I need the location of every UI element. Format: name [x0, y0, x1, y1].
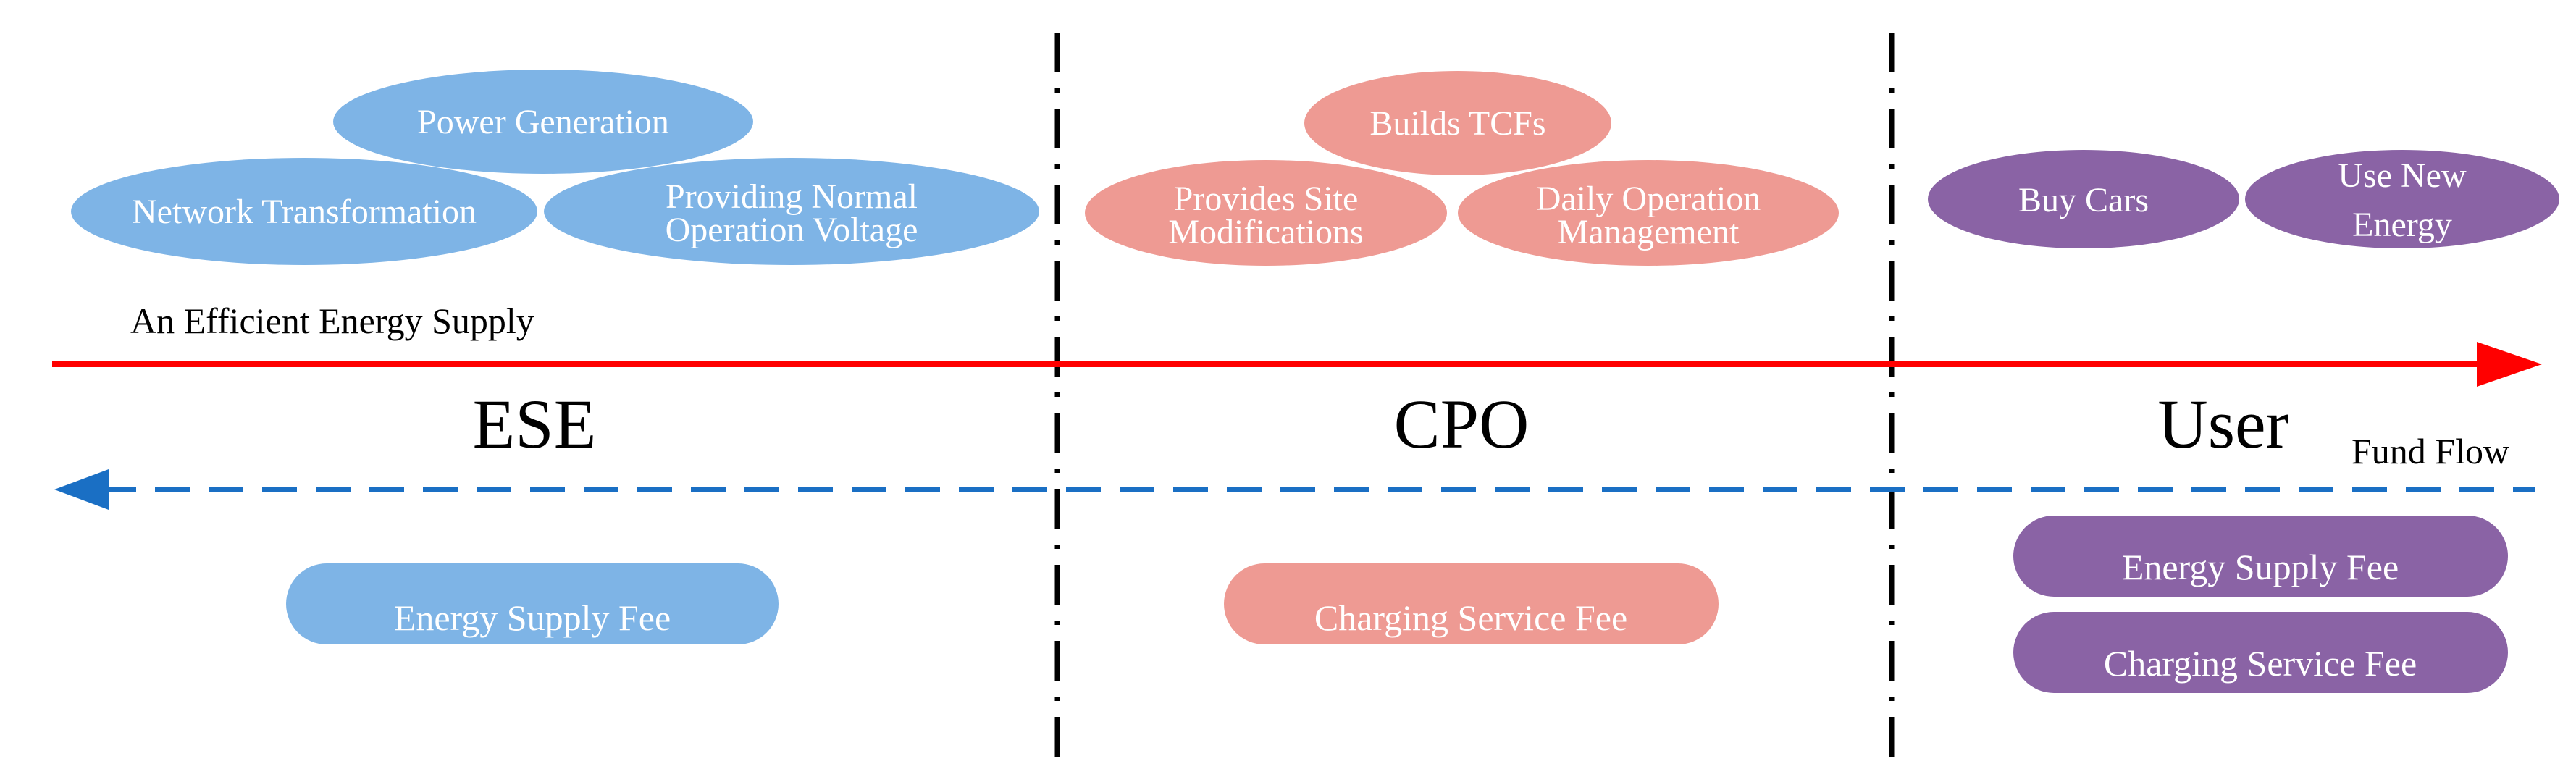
user-fee-charging-service: Charging Service Fee — [2013, 612, 2508, 693]
user-fee-energy-supply: Energy Supply Fee — [2013, 516, 2508, 597]
cpo-activity-label-line1: Daily Operation — [1536, 180, 1761, 218]
cpo-activity-label-line2: Modifications — [1168, 213, 1363, 251]
section-title-cpo: CPO — [1394, 385, 1530, 463]
energy-flow-label: An Efficient Energy Supply — [130, 301, 534, 341]
user-activity-use-new-energy: Use New Energy — [2245, 150, 2559, 248]
user-activity-label-line1: Use New — [2338, 156, 2467, 195]
ese-activity-power-generation: Power Generation — [333, 70, 753, 174]
cpo-activity-daily-operation: Daily Operation Management — [1458, 160, 1839, 266]
fee-label: Energy Supply Fee — [394, 597, 671, 638]
fund-flow-label: Fund Flow — [2351, 431, 2509, 471]
fund-flow-arrowhead — [54, 469, 109, 510]
cpo-activity-builds-tcfs: Builds TCFs — [1304, 71, 1611, 175]
section-title-ese: ESE — [473, 385, 597, 463]
fee-label: Charging Service Fee — [2104, 643, 2417, 684]
user-activity-buy-cars: Buy Cars — [1928, 150, 2239, 248]
ese-activity-label-line1: Providing Normal — [666, 177, 918, 216]
cpo-activity-label-line2: Management — [1558, 213, 1740, 251]
ese-fee-energy-supply: Energy Supply Fee — [286, 563, 779, 644]
fee-label: Charging Service Fee — [1314, 597, 1627, 638]
cpo-activity-site-modifications: Provides Site Modifications — [1085, 160, 1447, 266]
ese-activity-label: Power Generation — [417, 103, 669, 141]
user-activity-label-line2: Energy — [2352, 206, 2452, 244]
energy-flow-arrowhead — [2477, 342, 2542, 387]
section-title-user: User — [2157, 385, 2288, 463]
ese-activity-operation-voltage: Providing Normal Operation Voltage — [544, 158, 1039, 265]
ese-activity-label-line2: Operation Voltage — [666, 211, 918, 249]
cpo-activity-label-line1: Provides Site — [1174, 180, 1359, 218]
fee-label: Energy Supply Fee — [2122, 547, 2399, 587]
user-activity-label: Buy Cars — [2018, 181, 2149, 219]
cpo-activity-label: Builds TCFs — [1369, 104, 1545, 143]
ese-activity-network-transformation: Network Transformation — [71, 158, 537, 265]
cpo-fee-charging-service: Charging Service Fee — [1224, 563, 1719, 644]
ese-activity-label: Network Transformation — [132, 193, 477, 231]
